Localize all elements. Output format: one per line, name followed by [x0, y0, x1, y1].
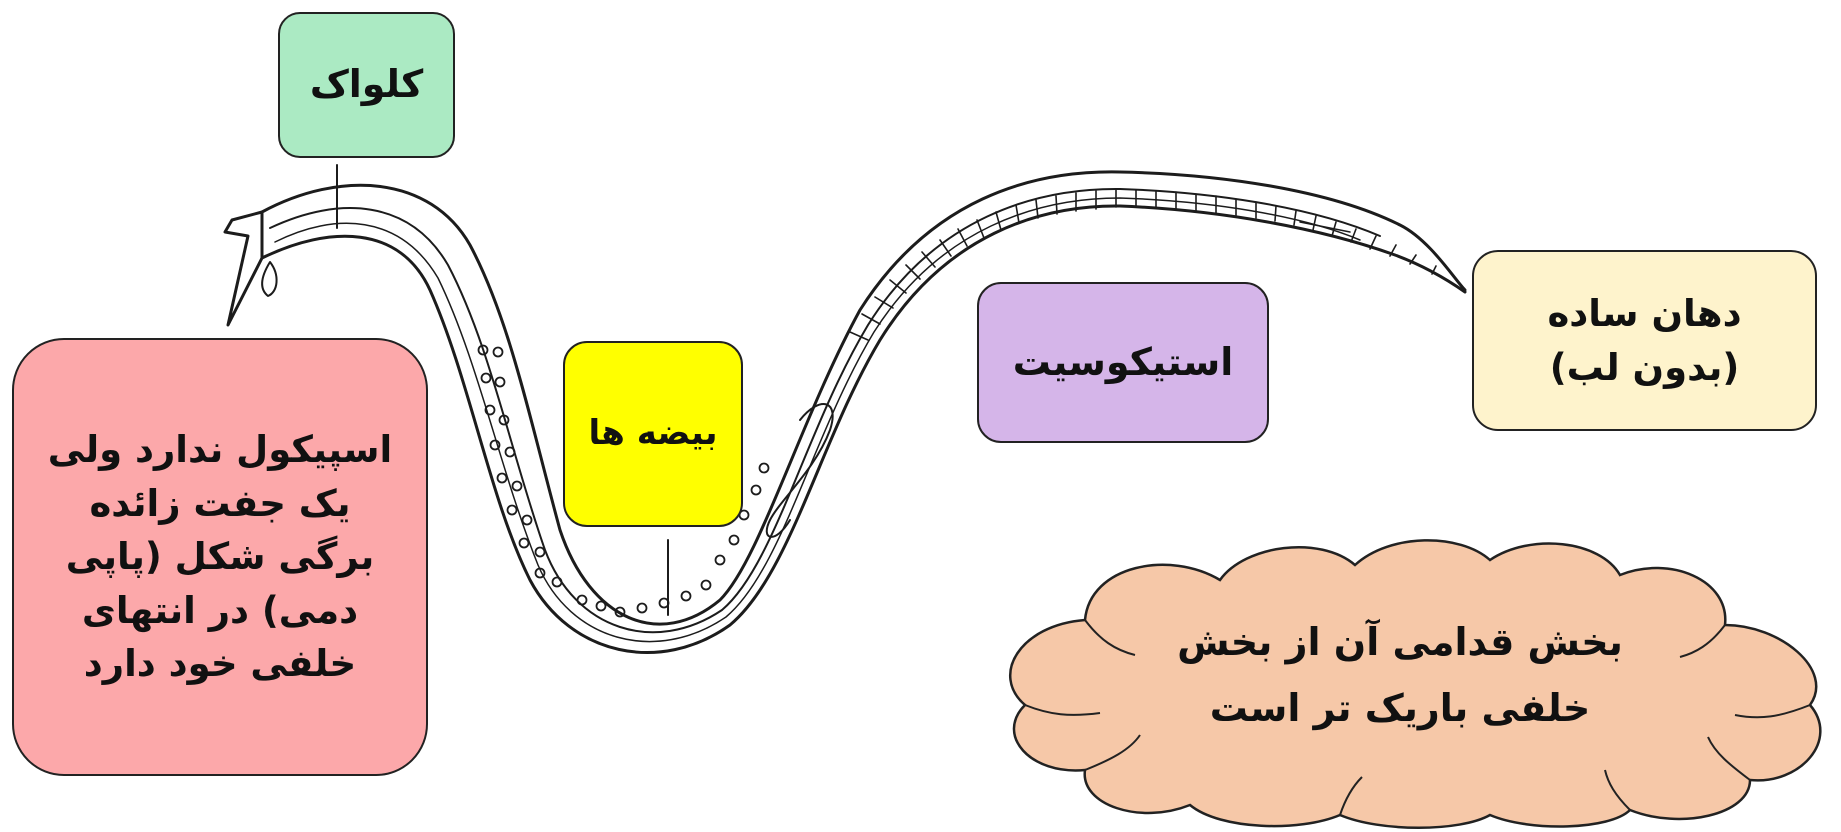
worm-gut-line-inner	[269, 187, 1381, 634]
label-eggs: بیضه ها	[563, 341, 743, 527]
label-mouth: دهان ساده (بدون لب)	[1472, 250, 1817, 431]
label-stichocyte: استیکوسیت	[977, 282, 1269, 443]
worm-reproductive-loop	[765, 403, 834, 538]
label-cloaca: کلواک	[278, 12, 455, 158]
cloud-shape	[1008, 539, 1822, 829]
cloud-note-text: بخش قدامی آن از بخش خلفی باریک تر است	[1177, 619, 1623, 731]
worm-body-outline-lower	[260, 204, 1467, 654]
label-eggs-text: بیضه ها	[588, 413, 718, 454]
stichocyte-segments	[849, 189, 1437, 341]
worm-head-pointer	[1299, 221, 1351, 233]
label-cloaca-text: کلواک	[309, 62, 424, 107]
cloud-outline	[1008, 539, 1822, 829]
label-mouth-text: دهان ساده (بدون لب)	[1547, 291, 1742, 389]
worm-gut-line-inner-2	[274, 197, 1361, 643]
worm-tail-bursa	[261, 261, 278, 297]
worm-tail-flap	[223, 210, 264, 327]
cloud-folds	[1024, 619, 1811, 816]
worm-body-outline-upper	[260, 170, 1467, 626]
label-spicule-note: اسپیکول ندارد ولی یک جفت زائده برگی شکل …	[12, 338, 428, 776]
label-stichocyte-text: استیکوسیت	[1012, 339, 1234, 384]
worm-eggs	[477, 344, 770, 618]
label-spicule-note-text: اسپیکول ندارد ولی یک جفت زائده برگی شکل …	[47, 427, 393, 686]
